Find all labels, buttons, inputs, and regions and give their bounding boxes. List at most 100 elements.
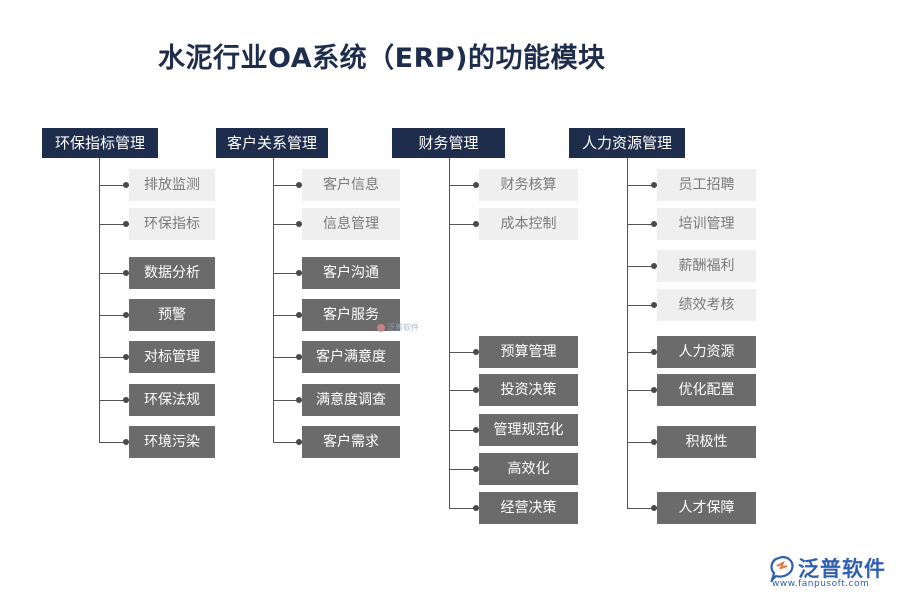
connector-dot bbox=[123, 221, 129, 227]
connector-trunk bbox=[99, 158, 100, 443]
module-item: 排放监测 bbox=[129, 169, 215, 201]
module-item: 预算管理 bbox=[479, 336, 578, 368]
column-header: 财务管理 bbox=[392, 128, 505, 158]
connector-branch bbox=[99, 400, 129, 401]
connector-dot bbox=[473, 466, 479, 472]
connector-dot bbox=[651, 505, 657, 511]
column-header: 客户关系管理 bbox=[216, 128, 328, 158]
connector-dot bbox=[296, 270, 302, 276]
column-header: 人力资源管理 bbox=[569, 128, 685, 158]
connector-trunk bbox=[449, 158, 450, 509]
connector-dot bbox=[296, 439, 302, 445]
module-item: 绩效考核 bbox=[657, 289, 756, 321]
module-item: 员工招聘 bbox=[657, 169, 756, 201]
connector-dot bbox=[651, 182, 657, 188]
connector-branch bbox=[627, 352, 657, 353]
connector-branch bbox=[273, 315, 302, 316]
connector-branch bbox=[627, 305, 657, 306]
connector-branch bbox=[273, 185, 302, 186]
connector-dot bbox=[651, 349, 657, 355]
module-item: 经营决策 bbox=[479, 492, 578, 524]
connector-branch bbox=[99, 224, 129, 225]
connector-dot bbox=[651, 439, 657, 445]
connector-dot bbox=[651, 387, 657, 393]
connector-branch bbox=[627, 185, 657, 186]
logo-url: www.fanpusoft.com bbox=[772, 579, 870, 589]
connector-branch bbox=[449, 224, 479, 225]
connector-dot bbox=[473, 221, 479, 227]
connector-dot bbox=[296, 397, 302, 403]
connector-dot bbox=[123, 397, 129, 403]
module-item: 数据分析 bbox=[129, 257, 215, 289]
connector-dot bbox=[123, 354, 129, 360]
module-item: 客户信息 bbox=[302, 169, 400, 201]
column-header: 环保指标管理 bbox=[42, 128, 158, 158]
connector-branch bbox=[273, 357, 302, 358]
connector-branch bbox=[449, 469, 479, 470]
module-item: 财务核算 bbox=[479, 169, 578, 201]
module-item: 信息管理 bbox=[302, 208, 400, 240]
connector-dot bbox=[473, 182, 479, 188]
connector-trunk bbox=[627, 158, 628, 509]
connector-dot bbox=[296, 312, 302, 318]
brand-logo: 泛普软件 www.fanpusoft.com bbox=[768, 552, 892, 592]
module-item: 管理规范化 bbox=[479, 414, 578, 446]
watermark: 泛普软件 bbox=[377, 322, 419, 333]
fanpu-logo-icon bbox=[770, 555, 794, 582]
connector-branch bbox=[273, 442, 302, 443]
logo-name: 泛普软件 bbox=[798, 557, 886, 581]
module-item: 环境污染 bbox=[129, 426, 215, 458]
module-item: 客户需求 bbox=[302, 426, 400, 458]
watermark-logo-icon bbox=[377, 323, 385, 332]
connector-trunk bbox=[273, 158, 274, 443]
module-item: 高效化 bbox=[479, 453, 578, 485]
connector-branch bbox=[273, 224, 302, 225]
module-item: 积极性 bbox=[657, 426, 756, 458]
module-item: 客户沟通 bbox=[302, 257, 400, 289]
connector-branch bbox=[449, 390, 479, 391]
connector-dot bbox=[473, 505, 479, 511]
connector-dot bbox=[651, 221, 657, 227]
module-item: 优化配置 bbox=[657, 374, 756, 406]
connector-branch bbox=[99, 185, 129, 186]
diagram-title: 水泥行业OA系统（ERP)的功能模块 bbox=[158, 43, 606, 74]
module-item: 客户满意度 bbox=[302, 341, 400, 373]
connector-branch bbox=[99, 273, 129, 274]
connector-dot bbox=[296, 354, 302, 360]
connector-branch bbox=[449, 508, 479, 509]
connector-branch bbox=[99, 442, 129, 443]
connector-dot bbox=[123, 182, 129, 188]
connector-dot bbox=[296, 182, 302, 188]
module-item: 环保指标 bbox=[129, 208, 215, 240]
module-item: 环保法规 bbox=[129, 384, 215, 416]
connector-dot bbox=[473, 427, 479, 433]
connector-dot bbox=[473, 349, 479, 355]
connector-branch bbox=[627, 508, 657, 509]
connector-dot bbox=[123, 439, 129, 445]
connector-branch bbox=[449, 352, 479, 353]
module-item: 投资决策 bbox=[479, 374, 578, 406]
module-item: 满意度调查 bbox=[302, 384, 400, 416]
connector-branch bbox=[99, 315, 129, 316]
connector-branch bbox=[449, 185, 479, 186]
watermark-text: 泛普软件 bbox=[387, 323, 419, 332]
connector-dot bbox=[123, 312, 129, 318]
module-item: 薪酬福利 bbox=[657, 250, 756, 282]
connector-dot bbox=[651, 263, 657, 269]
module-item: 培训管理 bbox=[657, 208, 756, 240]
connector-branch bbox=[627, 442, 657, 443]
connector-branch bbox=[273, 400, 302, 401]
connector-dot bbox=[296, 221, 302, 227]
connector-dot bbox=[651, 302, 657, 308]
connector-branch bbox=[99, 357, 129, 358]
connector-branch bbox=[273, 273, 302, 274]
connector-branch bbox=[627, 224, 657, 225]
module-item: 人才保障 bbox=[657, 492, 756, 524]
module-item: 预警 bbox=[129, 299, 215, 331]
module-item: 对标管理 bbox=[129, 341, 215, 373]
module-item: 成本控制 bbox=[479, 208, 578, 240]
connector-branch bbox=[449, 430, 479, 431]
connector-branch bbox=[627, 390, 657, 391]
connector-dot bbox=[473, 387, 479, 393]
connector-dot bbox=[123, 270, 129, 276]
